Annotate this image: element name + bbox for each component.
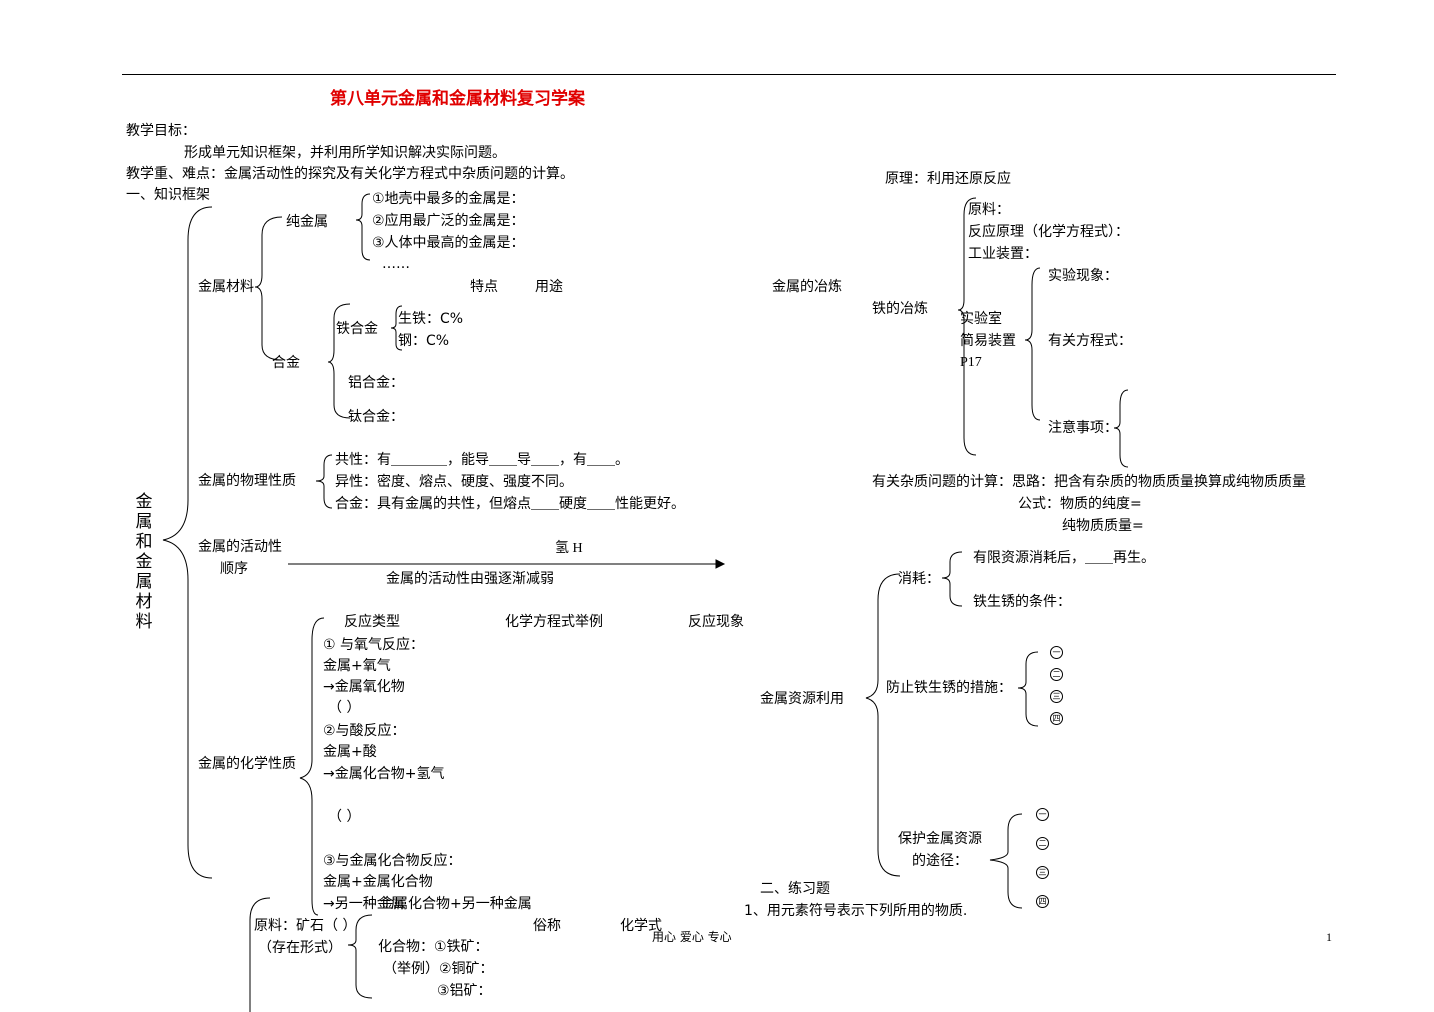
pure-item: ③人体中最高的金属是： (372, 235, 525, 251)
lab-notes: 注意事项： (1048, 420, 1118, 436)
number-four-icon: 四 (1050, 712, 1063, 725)
number-four-icon: 四 (1036, 895, 1049, 908)
chemical-label: 金属的化学性质 (198, 756, 296, 772)
root-char: 属 (135, 572, 153, 592)
pure-item: ②应用最广泛的金属是： (372, 213, 525, 229)
col-phenomenon: 反应现象 (688, 614, 744, 630)
section-heading-framework: 一、知识框架 (126, 187, 210, 203)
uses-header: 用途 (535, 279, 563, 295)
overlap-text: 金属化合物+另一种金属 (380, 896, 532, 912)
ore-compound: 化合物：①铁矿： (378, 939, 489, 955)
pig-iron: 生铁：C% (398, 311, 464, 327)
smelting-principle: 原理：利用还原反应 (885, 171, 1011, 187)
iron-smelting-label: 铁的冶炼 (872, 301, 928, 317)
number-three-icon: 三 (1036, 866, 1049, 879)
alloy-label: 合金 (272, 355, 300, 371)
steel: 钢：C% (398, 333, 450, 349)
exercise-question-1: 1、用元素符号表示下列所用的物质. (744, 903, 968, 919)
number-two-icon: 二 (1036, 837, 1049, 850)
lab-page-ref: P17 (960, 355, 982, 370)
number-three-icon: 三 (1050, 690, 1063, 703)
titanium-alloy: 钛合金： (348, 409, 404, 425)
reaction-line: ③与金属化合物反应： (323, 853, 462, 869)
root-char: 属 (135, 512, 153, 532)
reaction-line: ① 与氧气反应： (323, 637, 425, 653)
pure-item: …… (382, 256, 410, 272)
hydrogen-mark: 氢 H (555, 541, 583, 556)
root-char: 金 (135, 492, 153, 512)
resources-label: 金属资源利用 (760, 691, 844, 707)
lab-label-2: 简易装置 (960, 333, 1016, 349)
ore-exist: （存在形式） (258, 940, 342, 956)
consume-label: 消耗： (898, 571, 940, 587)
impurity-line-3: 纯物质质量= (1062, 518, 1144, 534)
reaction-line: →金属化合物+氢气 (323, 766, 445, 782)
lab-equation: 有关方程式： (1048, 333, 1132, 349)
physical-common: 共性：有＿＿＿＿，能导＿＿导＿＿，有＿＿。 (335, 452, 629, 468)
protect-label: 保护金属资源 (898, 831, 982, 847)
ore-example: （举例）②铜矿： (383, 961, 494, 977)
exercise-heading: 二、练习题 (760, 881, 830, 897)
reaction-line: 金属+氧气 (323, 658, 391, 674)
ore-raw: 原料：矿石（ ） (254, 918, 357, 934)
physical-alloy: 合金：具有金属的共性，但熔点＿＿硬度＿＿性能更好。 (335, 496, 685, 512)
pure-metal-label: 纯金属 (286, 214, 328, 230)
iron-alloy-label: 铁合金 (336, 321, 378, 337)
ore-formula-header: 化学式 (620, 918, 662, 934)
number-one-icon: 一 (1050, 646, 1063, 659)
root-label: 金 属 和 金 属 材 料 (134, 492, 154, 632)
impurity-line-2: 公式：物质的纯度= (1018, 496, 1142, 512)
aluminum-alloy: 铝合金： (348, 375, 404, 391)
lab-label: 实验室 (960, 311, 1002, 327)
reaction-line: →金属氧化物 (323, 679, 405, 695)
ore-aluminum: ③铝矿： (437, 983, 492, 999)
rust-condition: 铁生锈的条件： (973, 594, 1071, 610)
smelting-label: 金属的冶炼 (772, 279, 842, 295)
smelting-industrial: 工业装置： (968, 246, 1038, 262)
root-char: 材 (135, 592, 153, 612)
smelting-reaction: 反应原理（化学方程式）： (968, 224, 1129, 240)
footer-slogan: 用心 爱心 专心 (652, 930, 732, 944)
activity-label-2: 顺序 (220, 561, 248, 577)
physical-label: 金属的物理性质 (198, 473, 296, 489)
ore-common-name-header: 俗称 (533, 918, 561, 934)
reaction-line: 金属+金属化合物 (323, 874, 433, 890)
goals-label: 教学目标： (126, 123, 196, 139)
impurity-line-1: 有关杂质问题的计算：思路：把含有杂质的物质质量换算成纯物质质量 (872, 474, 1306, 490)
header-rule (122, 74, 1336, 75)
smelting-raw: 原料： (968, 202, 1010, 218)
col-reaction-type: 反应类型 (344, 614, 400, 630)
reaction-line: →另一种金属 (323, 896, 405, 912)
root-char: 和 (135, 532, 153, 552)
focus-text: 教学重、难点：金属活动性的探究及有关化学方程式中杂质问题的计算。 (126, 166, 574, 182)
features-header: 特点 (470, 279, 498, 295)
activity-label: 金属的活动性 (198, 539, 282, 555)
activity-caption: 金属的活动性由强逐渐减弱 (386, 571, 554, 587)
goals-text: 形成单元知识框架，并利用所学知识解决实际问题。 (184, 145, 506, 161)
reaction-line: （ ） (328, 700, 361, 716)
reaction-line: （ ） (328, 809, 361, 825)
reaction-line: 金属+酸 (323, 744, 377, 760)
root-char: 金 (135, 552, 153, 572)
number-two-icon: 二 (1050, 668, 1063, 681)
number-one-icon: 一 (1036, 808, 1049, 821)
page-number: 1 (1326, 930, 1332, 944)
page-title: 第八单元金属和金属材料复习学案 (330, 89, 585, 109)
protect-label-2: 的途径： (912, 853, 968, 869)
reaction-line: ②与酸反应： (323, 723, 406, 739)
prevent-rust-label: 防止铁生锈的措施： (886, 680, 1012, 696)
lab-phenomenon: 实验现象： (1048, 268, 1118, 284)
root-char: 料 (135, 612, 153, 632)
physical-diff: 异性：密度、熔点、硬度、强度不同。 (335, 474, 573, 490)
col-equation: 化学方程式举例 (505, 614, 603, 630)
materials-label: 金属材料 (198, 279, 254, 295)
limited-resource: 有限资源消耗后，＿＿再生。 (973, 550, 1155, 566)
pure-item: ①地壳中最多的金属是： (372, 191, 525, 207)
